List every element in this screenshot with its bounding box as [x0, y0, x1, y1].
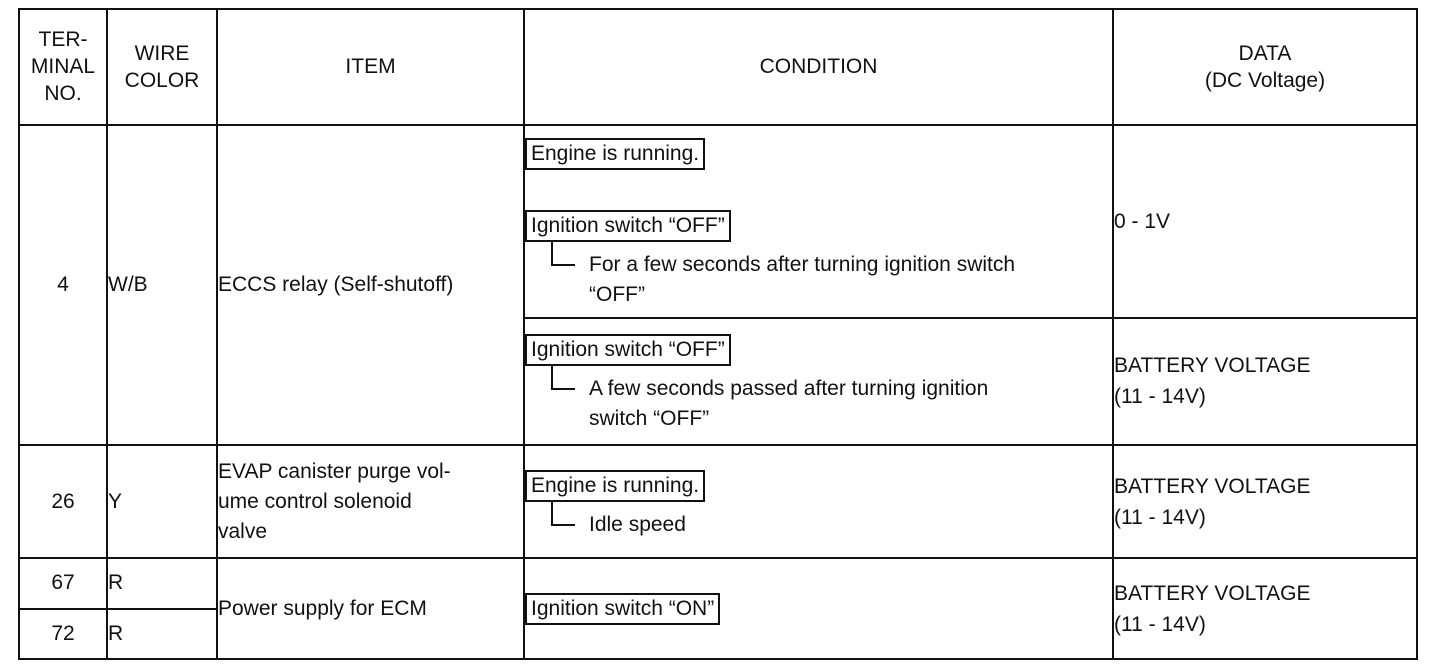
subnote-line2: switch “OFF”	[589, 407, 710, 431]
header-wire-line1: WIRE	[134, 41, 190, 65]
table-row: 26 Y EVAP canister purge vol- ume contro…	[18, 443, 1418, 560]
data-line2: (11 - 14V)	[1114, 385, 1206, 409]
terminal-no-cell: 4	[18, 123, 108, 446]
header-terminal-line3: NO.	[44, 82, 82, 106]
wire-color-cell: W/B	[106, 123, 218, 446]
subnote-line2: “OFF”	[589, 283, 645, 307]
header-item: ITEM	[216, 8, 525, 126]
item-line2: ume control solenoid	[218, 489, 412, 513]
header-row: TER- MINAL NO. WIRE COLOR ITEM CONDITION…	[18, 8, 1418, 126]
condition-cell: Engine is running. Ignition switch “OFF”…	[523, 123, 1114, 319]
header-terminal-no: TER- MINAL NO.	[18, 8, 108, 126]
table-row: 4 W/B ECCS relay (Self-shutoff) Engine i…	[18, 123, 1418, 446]
table-row: 72 R	[18, 607, 1417, 661]
item-line1: EVAP canister purge vol-	[218, 459, 451, 483]
condition-subnote: A few seconds passed after turning ignit…	[545, 366, 1112, 434]
header-terminal-line2: MINAL	[30, 55, 96, 79]
condition-box: Ignition switch “OFF”	[525, 334, 731, 367]
table-row: 67 R Power supply for ECM Ignition switc…	[18, 557, 1418, 660]
bracket-connector-icon	[551, 242, 575, 267]
ecm-terminal-table: TER- MINAL NO. WIRE COLOR ITEM CONDITION…	[18, 8, 1418, 661]
data-line2: (11 - 14V)	[1114, 505, 1206, 529]
terminal-no-cell: 26	[18, 443, 108, 560]
condition-cell: Engine is running. Idle speed	[523, 443, 1114, 560]
item-line3: valve	[218, 519, 268, 543]
condition-subnote: Idle speed	[545, 501, 1112, 540]
data-cell: BATTERY VOLTAGE (11 - 14V)	[1112, 557, 1418, 660]
wire-color-cell: Y	[106, 443, 218, 560]
condition-box: Ignition switch “ON”	[525, 592, 721, 625]
header-condition: CONDITION	[523, 8, 1114, 126]
subnote-line1: A few seconds passed after turning ignit…	[589, 377, 989, 401]
condition-box: Engine is running.	[525, 469, 706, 502]
condition-cell: Ignition switch “OFF” A few seconds pass…	[523, 316, 1114, 446]
header-wire-color: WIRE COLOR	[106, 8, 218, 126]
item-cell: ECCS relay (Self-shutoff)	[216, 123, 525, 446]
table-row: Ignition switch “OFF” A few seconds pass…	[19, 316, 1418, 446]
data-cell: BATTERY VOLTAGE (11 - 14V)	[1112, 316, 1418, 446]
condition-box: Engine is running.	[525, 138, 706, 171]
wire-color-cell: R	[106, 607, 218, 661]
header-wire-line2: COLOR	[124, 68, 200, 92]
subnote-line1: For a few seconds after turning ignition…	[589, 253, 1016, 277]
data-cell: BATTERY VOLTAGE (11 - 14V)	[1112, 443, 1418, 560]
wire-color-cell: R	[106, 557, 218, 610]
bracket-connector-icon	[551, 366, 575, 391]
data-line1: BATTERY VOLTAGE	[1114, 474, 1311, 498]
terminal-no-cell: 67	[18, 557, 108, 610]
header-data: DATA (DC Voltage)	[1112, 8, 1418, 126]
data-cell: 0 - 1V	[1112, 123, 1418, 319]
subnote-line1: Idle speed	[589, 512, 686, 536]
header-terminal-line1: TER-	[38, 28, 88, 52]
condition-subnote: For a few seconds after turning ignition…	[545, 242, 1112, 310]
terminal-no-cell: 72	[18, 607, 108, 661]
data-line2: (11 - 14V)	[1114, 612, 1206, 636]
header-data-line2: (DC Voltage)	[1204, 68, 1326, 92]
bracket-connector-icon	[551, 501, 575, 526]
item-cell: EVAP canister purge vol- ume control sol…	[216, 443, 525, 560]
item-cell: Power supply for ECM	[216, 557, 525, 660]
header-data-line1: DATA	[1238, 41, 1292, 65]
condition-cell: Ignition switch “ON”	[523, 557, 1114, 660]
data-line1: BATTERY VOLTAGE	[1114, 354, 1311, 378]
condition-box: Ignition switch “OFF”	[525, 210, 731, 243]
data-line1: BATTERY VOLTAGE	[1114, 581, 1311, 605]
